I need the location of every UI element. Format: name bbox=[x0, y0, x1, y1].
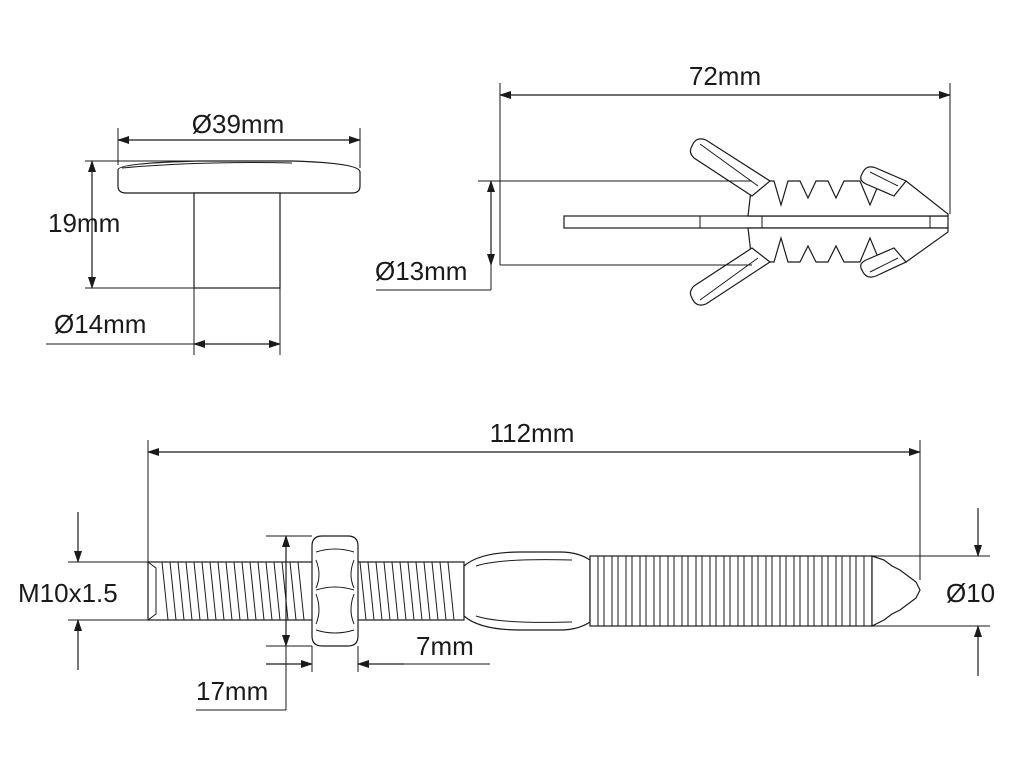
cap-part bbox=[117, 160, 361, 289]
nut-width-label: 17mm bbox=[196, 676, 268, 706]
plug-upper-body bbox=[747, 180, 949, 217]
bolt-thread-label: M10x1.5 bbox=[18, 578, 118, 608]
plug-lower-wing-1 bbox=[689, 247, 772, 306]
plug-lower-wing-2 bbox=[860, 247, 907, 278]
cap-head-highlight bbox=[121, 162, 293, 169]
nut-thickness-label: 7mm bbox=[416, 631, 474, 661]
plug-length-label: 72mm bbox=[689, 61, 761, 91]
cap-stem bbox=[193, 192, 281, 289]
plug-upper-wing-1 bbox=[689, 138, 772, 197]
cap-diameter-label: Ø39mm bbox=[192, 109, 284, 139]
cap-head bbox=[117, 160, 361, 194]
plug-lower-body bbox=[747, 227, 949, 263]
bolt-part bbox=[147, 535, 921, 647]
plug-pin bbox=[563, 215, 949, 229]
plug-upper-wing-2 bbox=[860, 166, 907, 197]
cap-height-label: 19mm bbox=[48, 208, 120, 238]
plug-dimensions: 72mm Ø13mm bbox=[375, 61, 951, 291]
bolt-wood-thread bbox=[589, 555, 873, 627]
bolt-length-label: 112mm bbox=[490, 418, 575, 448]
plug-part bbox=[563, 138, 949, 306]
bolt-diameter-label: Ø10 bbox=[946, 578, 995, 608]
bolt-dimensions: 112mm M10x1.5 Ø10 17mm 7mm bbox=[18, 418, 995, 711]
hex-nut bbox=[311, 535, 359, 647]
cap-stem-label: Ø14mm bbox=[54, 309, 146, 339]
bolt-tip bbox=[871, 555, 921, 627]
cap-dimensions: Ø39mm 19mm Ø14mm bbox=[46, 109, 361, 355]
plug-diameter-label: Ø13mm bbox=[375, 256, 467, 286]
